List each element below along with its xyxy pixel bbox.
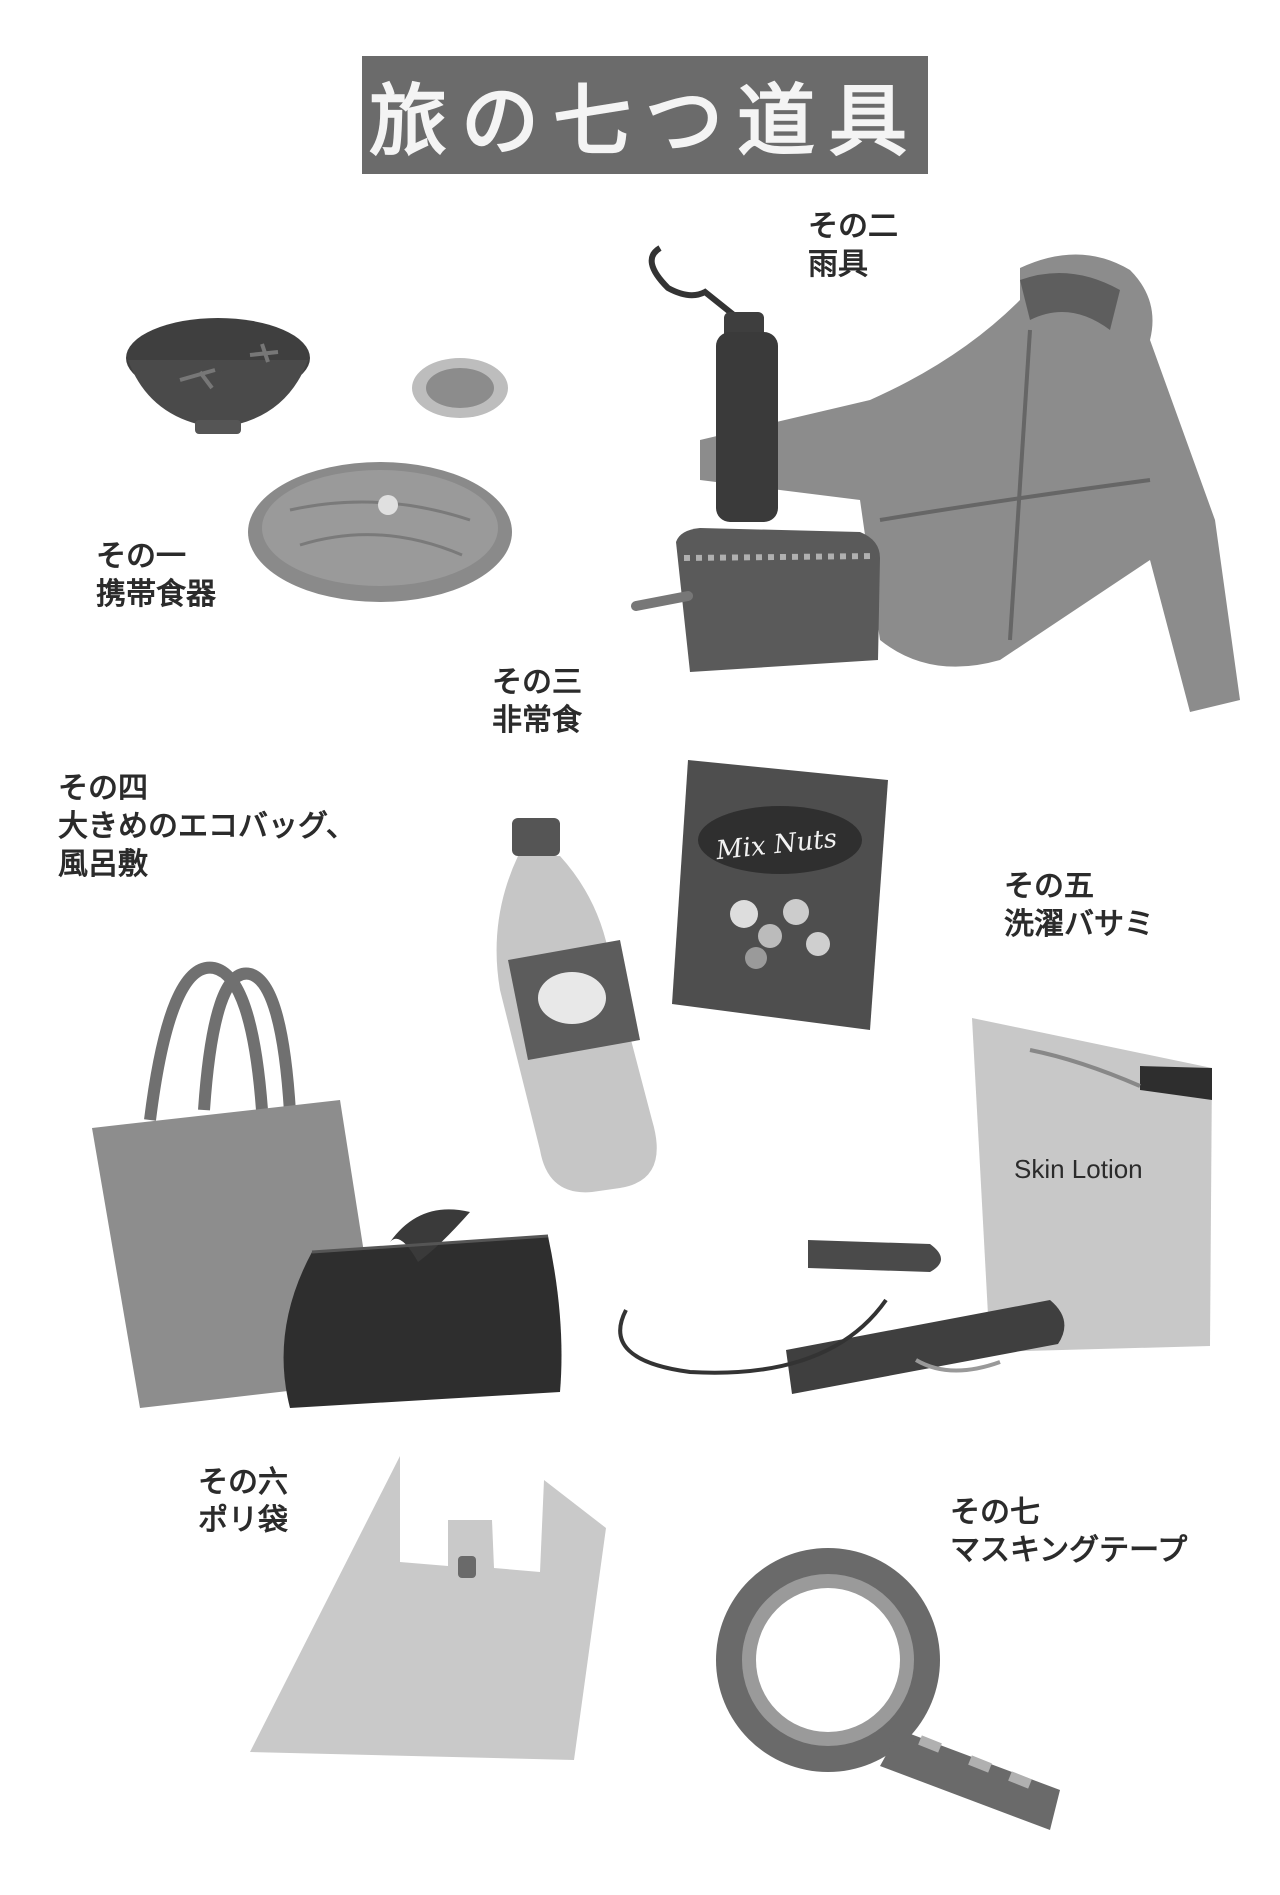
item-number: その七 <box>950 1495 1040 1530</box>
title-banner: 旅の七つ道具 <box>362 56 928 174</box>
masking-tape-icon <box>716 1548 1060 1830</box>
item-number: その二 <box>808 209 898 244</box>
item-number: その六 <box>198 1465 288 1500</box>
plastic-bag-icon <box>250 1456 606 1760</box>
item-number: その四 <box>58 771 148 806</box>
item-name: 大きめのエコバッグ、 <box>58 809 356 844</box>
item-label-5: その五 洗濯バサミ <box>1004 868 1154 944</box>
item-number: その一 <box>96 539 186 574</box>
item-name-2: 風呂敷 <box>58 847 148 882</box>
page-title: 旅の七つ道具 <box>368 77 921 167</box>
tableware-icon <box>126 318 512 602</box>
item-label-1: その一 携帯食器 <box>96 538 216 614</box>
item-label-2: その二 雨具 <box>808 208 898 284</box>
item-label-6: その六 ポリ袋 <box>198 1464 288 1540</box>
lotion-label: Skin Lotion <box>1014 1154 1143 1184</box>
item-name: 携帯食器 <box>96 577 216 612</box>
item-name: 雨具 <box>808 247 868 282</box>
emergency-food-icon <box>496 760 888 1193</box>
item-name: ポリ袋 <box>198 1503 288 1538</box>
item-label-4: その四 大きめのエコバッグ、 風呂敷 <box>58 770 356 884</box>
item-number: その三 <box>492 665 582 700</box>
item-name: マスキングテープ <box>950 1533 1188 1568</box>
eco-bag-icon <box>92 961 562 1408</box>
rain-gear-icon <box>631 245 1240 712</box>
item-number: その五 <box>1004 869 1094 904</box>
item-name: 洗濯バサミ <box>1004 907 1154 942</box>
item-label-3: その三 非常食 <box>492 664 582 740</box>
item-label-7: その七 マスキングテープ <box>950 1494 1187 1570</box>
clothespin-icon <box>618 1018 1212 1394</box>
item-name: 非常食 <box>492 703 582 738</box>
